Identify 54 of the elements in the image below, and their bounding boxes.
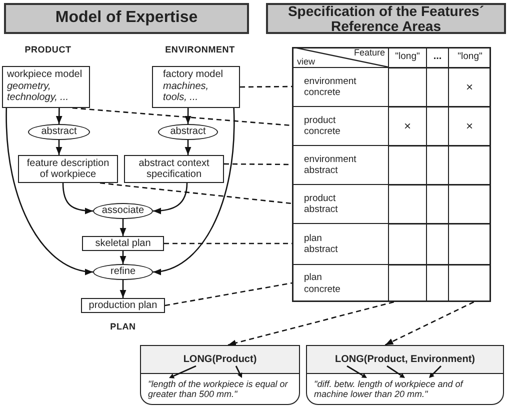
row-heading: product concrete (292, 106, 388, 145)
rule-description: "diff. betw. length of workpiece and of machine lower than 20 mm." (313, 378, 464, 400)
arrow (152, 108, 235, 274)
row-heading: plan abstract (292, 223, 388, 264)
row-heading: plan concrete (292, 264, 388, 302)
column-axis-label: Feature (354, 48, 385, 57)
section-label: PRODUCT (24, 46, 72, 54)
rule-title: LONG(Product, Environment) (307, 346, 503, 374)
arrow (6, 108, 94, 274)
title-banner: Model of Expertise (4, 3, 249, 34)
ellipsis-heading: ... (433, 52, 442, 62)
title-banner: Specification of the Features´ Reference Areas (266, 3, 506, 34)
process-ellipse: abstract (28, 124, 90, 140)
cross-mark: × (466, 80, 473, 92)
dashed-arrow (228, 301, 394, 346)
row-axis-label: view (297, 57, 316, 66)
box-heading: workpiece model (7, 69, 82, 80)
rule-title: LONG(Product) (141, 346, 299, 374)
row-heading: product abstract (292, 184, 388, 223)
rule-card (306, 345, 504, 405)
process-ellipse: associate (93, 203, 153, 219)
arrow (152, 182, 188, 214)
model-box (152, 66, 240, 108)
process-ellipse: abstract (158, 124, 218, 140)
box-details: machines, tools, ... (163, 80, 210, 104)
process-box: production plan (81, 298, 165, 313)
process-ellipse: refine (93, 264, 153, 280)
process-box: skeletal plan (82, 236, 164, 251)
cross-mark: × (466, 120, 473, 132)
dashed-line (164, 242, 292, 244)
row-heading: environment concrete (292, 67, 388, 106)
arrow (120, 251, 126, 264)
arrow (184, 140, 192, 155)
arrow (120, 280, 126, 298)
section-label: ENVIRONMENT (165, 46, 235, 54)
row-heading: environment abstract (292, 145, 388, 184)
dashed-line (240, 86, 292, 88)
rule-description: "length of the workpiece is equal or greater than 500 mm." (147, 378, 289, 400)
dashed-arrow (384, 301, 474, 346)
section-label: PLAN (110, 322, 136, 332)
box-details: geometry, technology, ... (7, 80, 70, 104)
cross-mark: × (404, 120, 411, 132)
process-box: feature description of workpiece (18, 155, 118, 183)
arrow (120, 219, 126, 236)
arrow (184, 108, 192, 124)
dashed-line (100, 182, 292, 204)
box-heading: factory model (163, 69, 224, 80)
arrow (56, 108, 62, 124)
arrow (62, 182, 94, 214)
dashed-line (164, 282, 292, 306)
rule-card (140, 345, 300, 405)
arrow (56, 140, 62, 155)
process-box: abstract context specification (124, 155, 224, 183)
model-box (2, 66, 90, 108)
